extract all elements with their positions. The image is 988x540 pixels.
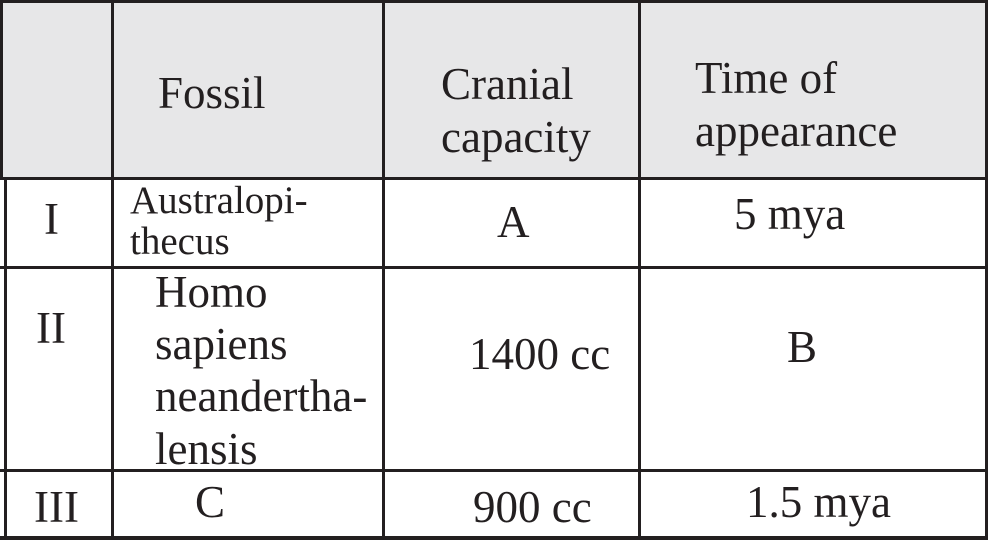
table-column-divider xyxy=(382,0,385,540)
row-label: III xyxy=(34,482,79,532)
fossil-cell: Homo sapiens neandertha- lensis xyxy=(155,267,368,474)
table-border-left xyxy=(4,178,7,540)
header-time-of-appearance: Time of appearance xyxy=(695,53,898,156)
table-column-divider xyxy=(111,0,114,540)
table-border-bottom xyxy=(0,536,988,540)
table-header-background xyxy=(2,2,985,178)
table-border-right xyxy=(985,0,988,540)
fossil-cell: Australopi- thecus xyxy=(130,179,308,263)
header-fossil: Fossil xyxy=(158,68,266,118)
header-cranial-capacity: Cranial capacity xyxy=(441,59,591,162)
fossil-cell: C xyxy=(195,477,226,527)
table-border-top xyxy=(0,0,988,3)
table-row-divider xyxy=(0,469,988,472)
table-column-divider xyxy=(638,0,641,540)
cranial-capacity-cell: A xyxy=(497,197,530,247)
cranial-capacity-cell: 900 cc xyxy=(473,482,592,532)
time-of-appearance-cell: 1.5 mya xyxy=(746,477,891,527)
time-of-appearance-cell: B xyxy=(787,322,818,372)
table-border-left xyxy=(0,0,3,178)
row-label: II xyxy=(36,303,66,353)
table-header-divider xyxy=(0,177,988,180)
row-label: I xyxy=(44,194,59,244)
table-row-divider xyxy=(0,266,988,269)
cranial-capacity-cell: 1400 cc xyxy=(469,329,611,379)
time-of-appearance-cell: 5 mya xyxy=(734,189,846,239)
